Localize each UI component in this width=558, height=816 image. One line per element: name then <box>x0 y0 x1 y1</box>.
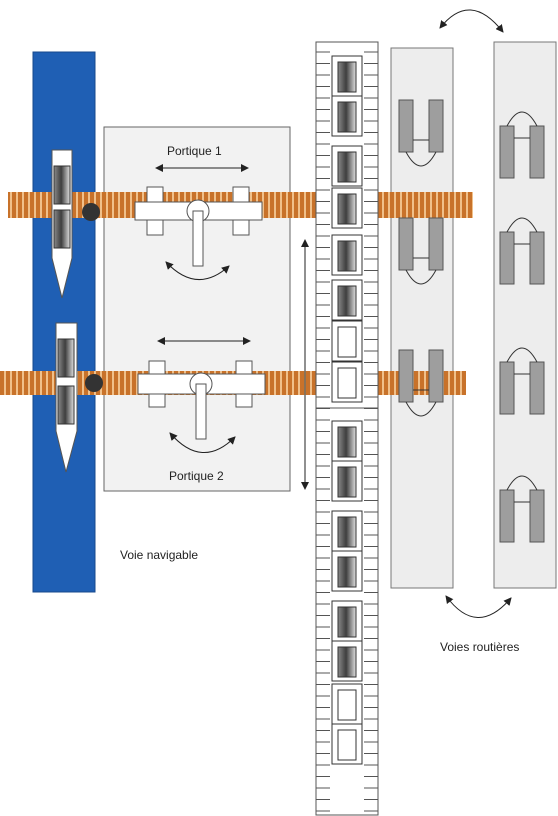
barge-1 <box>51 149 73 299</box>
stack-container <box>331 320 363 362</box>
stack-container <box>331 683 363 725</box>
stack-container <box>331 361 363 403</box>
gantry-area <box>103 126 291 492</box>
stack-container <box>331 723 363 765</box>
gantry-2-label: Portique 2 <box>169 469 224 483</box>
lane-swap-top-arrow <box>439 9 504 33</box>
barge-2 <box>55 322 78 473</box>
stack-container <box>331 550 363 592</box>
truck <box>398 349 444 417</box>
stack-container <box>331 145 363 187</box>
stack-container <box>331 279 363 321</box>
bollard-2 <box>85 374 103 392</box>
truck <box>499 217 545 285</box>
truck <box>398 217 444 285</box>
stack-container <box>331 600 363 642</box>
gantry-1-label: Portique 1 <box>167 144 222 158</box>
stack-container <box>331 640 363 682</box>
stack-container <box>331 420 363 462</box>
stack-container <box>331 234 363 276</box>
waterway <box>32 51 96 593</box>
truck <box>499 111 545 179</box>
truck <box>499 347 545 415</box>
stack-container <box>331 55 363 97</box>
stack-container <box>331 510 363 552</box>
stack-container <box>331 187 363 229</box>
truck <box>499 475 545 543</box>
gantry-2-structure <box>137 360 266 440</box>
lane-swap-bottom-arrow <box>445 595 512 618</box>
gantry-1-rotate-arrow <box>165 261 230 281</box>
gantry-1-structure <box>134 186 263 267</box>
road-lanes-label: Voies routières <box>440 640 520 654</box>
stack-container <box>331 460 363 502</box>
gantry-2-rotate-arrow <box>169 432 236 453</box>
truck <box>398 99 444 167</box>
stack-container <box>331 95 363 137</box>
waterway-label: Voie navigable <box>120 548 199 562</box>
bollard-1 <box>82 203 100 221</box>
